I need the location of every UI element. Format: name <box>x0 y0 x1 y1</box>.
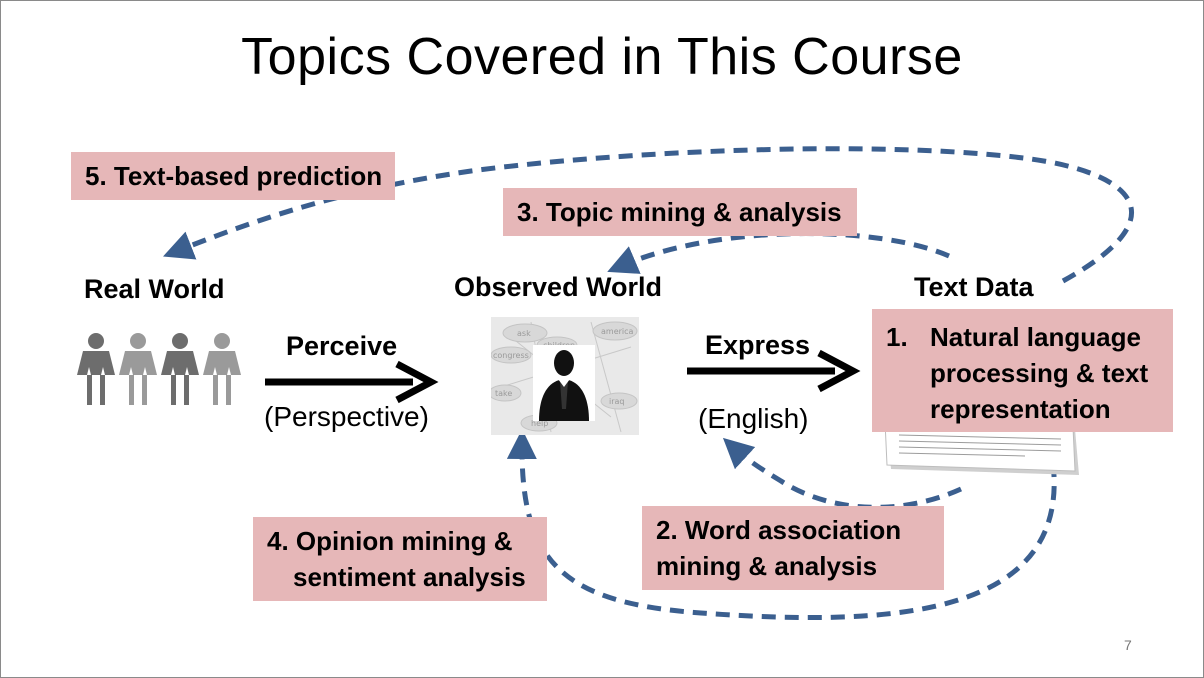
topic-1-line2: processing & text <box>930 358 1149 388</box>
topic-4-line1: 4. Opinion mining & <box>267 526 513 556</box>
perspective-label: (Perspective) <box>264 401 429 432</box>
real-world-label: Real World <box>84 274 225 304</box>
perceive-label: Perceive <box>286 331 398 361</box>
express-arrow <box>687 349 861 393</box>
express-label: Express <box>705 330 811 360</box>
arrow-topic-mining <box>607 231 951 274</box>
image-word-take: take <box>495 389 512 398</box>
topic-2-line1: 2. Word association <box>656 515 902 545</box>
topic-3-label: 3. Topic mining & analysis <box>517 197 842 227</box>
slide-title: Topics Covered in This Course <box>241 28 963 86</box>
document-page-icon <box>885 421 1079 475</box>
page-number: 7 <box>1124 637 1132 653</box>
arrow-text-based-prediction <box>163 146 1134 284</box>
image-word-help: help <box>531 419 548 428</box>
topic-5-label: 5. Text-based prediction <box>85 161 383 191</box>
image-word-america: america <box>601 327 634 336</box>
topic-box-3: 3. Topic mining & analysis <box>503 188 857 236</box>
four-people-icon <box>77 333 241 405</box>
topic-1-number: 1. <box>886 322 908 352</box>
observed-world-label: Observed World <box>454 272 663 302</box>
topic-1-line1: Natural language <box>930 322 1141 352</box>
topic-box-2: 2. Word association mining & analysis <box>642 506 944 590</box>
english-label: (English) <box>698 403 809 434</box>
image-word-iraq: iraq <box>609 397 625 406</box>
arrow-word-association <box>722 437 963 510</box>
image-word-congress: congress <box>493 351 529 360</box>
topic-box-5: 5. Text-based prediction <box>71 152 395 200</box>
topic-box-1: 1. Natural language processing & text rep… <box>872 309 1173 432</box>
person-silhouette-icon <box>533 345 595 421</box>
topic-2-line2: mining & analysis <box>656 551 878 581</box>
perceive-arrow <box>265 360 439 404</box>
topic-1-line3: representation <box>930 394 1111 424</box>
text-data-label: Text Data <box>914 272 1034 302</box>
topic-4-line2: sentiment analysis <box>293 562 526 592</box>
topic-box-4: 4. Opinion mining & sentiment analysis <box>253 517 547 601</box>
image-word-ask: ask <box>517 329 531 338</box>
observed-world-image: ask america children congress take iraq … <box>491 317 639 435</box>
